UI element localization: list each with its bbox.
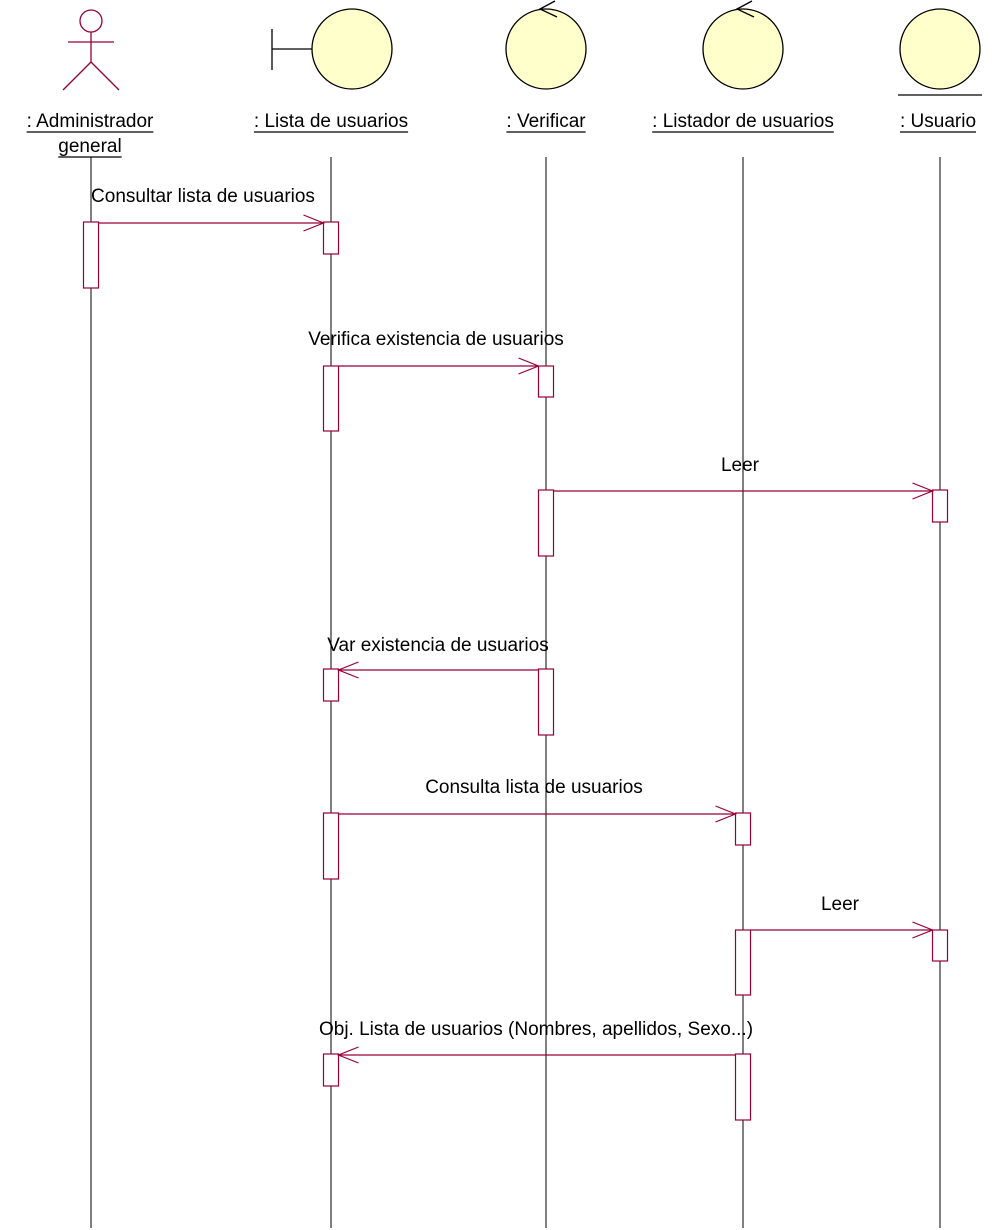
activation-bar [322, 365, 340, 432]
arrowhead-icon [518, 357, 541, 375]
activation-bar [537, 489, 555, 557]
arrowhead-icon [715, 805, 738, 823]
message-label: Leer [721, 455, 760, 476]
activation-bar [537, 365, 555, 398]
participant-lista[interactable]: : Lista de usuarios [253, 8, 409, 1228]
message-2[interactable]: Verifica existencia de usuarios [308, 329, 564, 432]
message-label: Verifica existencia de usuarios [308, 329, 564, 350]
participant-label: : Administrador [27, 111, 154, 132]
participant-listador[interactable]: : Listador de usuarios [652, 0, 834, 1228]
participant-usuario[interactable]: : Usuario [898, 8, 982, 1228]
control-icon [505, 0, 587, 90]
activation-bar [82, 221, 100, 289]
participant-label: general [58, 136, 121, 157]
participants: : Administrador general : Lista de usuari… [26, 0, 982, 1228]
arrowhead-icon [912, 921, 935, 939]
message-label: Consulta lista de usuarios [425, 777, 643, 798]
message-label: Consultar lista de usuarios [91, 186, 315, 207]
message-1[interactable]: Consultar lista de usuarios [82, 186, 340, 289]
entity-icon [898, 8, 982, 96]
arrowhead-icon [912, 482, 935, 500]
participant-label: : Usuario [900, 111, 976, 132]
activation-bar [322, 668, 340, 702]
arrowhead-icon [336, 661, 359, 679]
message-label: Obj. Lista de usuarios (Nombres, apellid… [319, 1019, 753, 1040]
message-7[interactable]: Obj. Lista de usuarios (Nombres, apellid… [319, 1019, 753, 1121]
activation-bar [322, 1053, 340, 1087]
arrowhead-icon [303, 214, 326, 232]
message-label: Leer [821, 894, 860, 915]
activation-bar [734, 812, 752, 846]
activation-bar [734, 1053, 752, 1121]
participant-label: : Lista de usuarios [254, 111, 408, 132]
activation-bar [322, 221, 340, 255]
activation-bar [734, 929, 752, 996]
activation-bar [931, 929, 949, 962]
control-icon [702, 0, 784, 90]
participant-verificar[interactable]: : Verificar [505, 0, 587, 1228]
message-6[interactable]: Leer [734, 894, 949, 996]
participant-label: : Listador de usuarios [652, 111, 834, 132]
actor-icon [62, 9, 120, 91]
boundary-icon [271, 8, 393, 90]
arrowhead-icon [336, 1046, 359, 1064]
activation-bar [537, 668, 555, 736]
message-label: Var existencia de usuarios [327, 635, 548, 656]
activation-bar [931, 489, 949, 523]
message-4[interactable]: Var existencia de usuarios [322, 635, 555, 736]
activation-bar [322, 812, 340, 880]
participant-label: : Verificar [506, 111, 586, 132]
participant-admin[interactable]: : Administrador general [26, 9, 154, 1228]
message-5[interactable]: Consulta lista de usuarios [322, 777, 752, 880]
message-3[interactable]: Leer [537, 455, 949, 557]
